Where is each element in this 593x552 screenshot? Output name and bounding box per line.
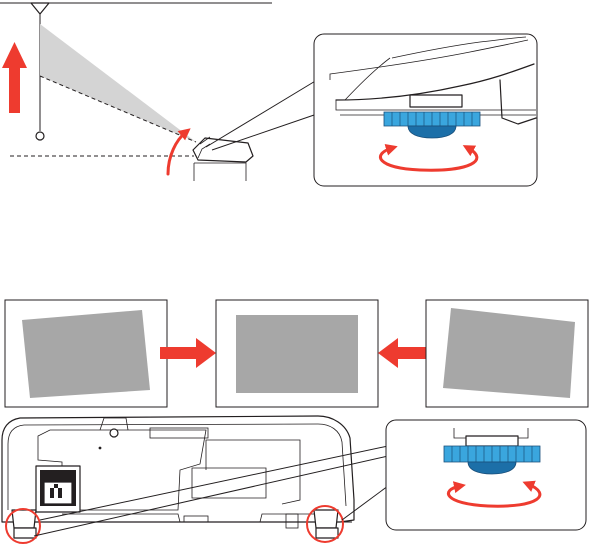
right-foot <box>307 506 343 542</box>
projector-side-icon <box>193 137 253 181</box>
projector-bottom-icon <box>2 416 354 543</box>
raise-image-arrow-icon <box>2 42 27 113</box>
screen-tilted-right <box>426 300 588 407</box>
screen-tilted-left <box>5 300 167 407</box>
image-correction-sequence <box>5 300 588 407</box>
foot-closeup-inset-bottom <box>386 420 586 530</box>
screen-pole-end <box>36 132 44 140</box>
side-view-scene <box>0 3 537 186</box>
arrow-right-icon <box>160 338 216 368</box>
callout-line-top <box>206 80 317 147</box>
foot-closeup-inset <box>314 34 537 186</box>
projection-beam <box>40 24 196 142</box>
callout-line-bottom <box>212 114 317 150</box>
power-inlet-icon <box>36 466 80 512</box>
tilt-up-arrow-icon <box>168 132 186 174</box>
screen-level <box>216 300 378 407</box>
left-foot <box>6 509 40 543</box>
screw-hole <box>110 429 118 437</box>
screen-mount-icon <box>31 3 49 14</box>
